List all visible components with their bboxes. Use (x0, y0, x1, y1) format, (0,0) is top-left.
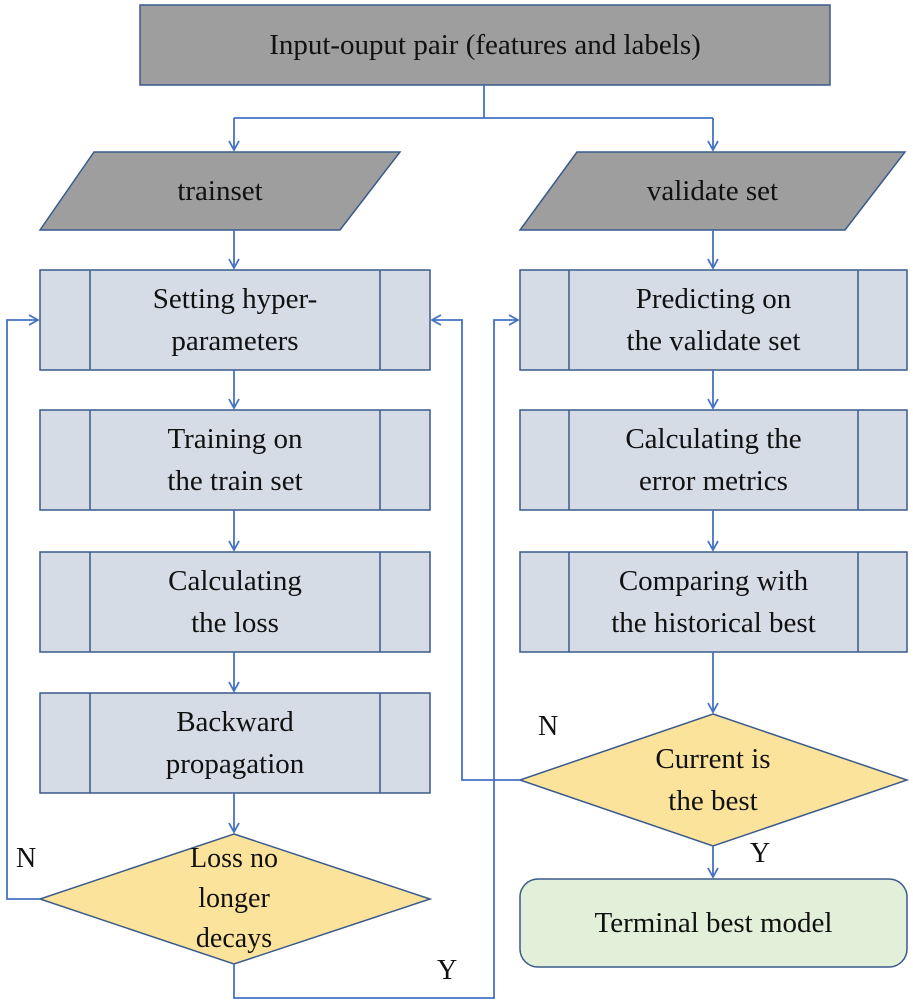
left-no-label: N (16, 843, 37, 874)
input-label: Input-ouput pair (features and labels) (269, 28, 701, 61)
right-step2-box (519, 409, 908, 511)
left-yes-label: Y (437, 955, 458, 986)
trainset-parallelogram (38, 151, 402, 231)
right-step3-box (519, 551, 908, 653)
validate-label: validate set (646, 174, 779, 207)
right-step1-box (519, 269, 908, 371)
left-step1-label: Setting hyper-parameters (152, 282, 318, 357)
left-step4-box (39, 692, 431, 794)
input-box (139, 4, 831, 86)
arrow-left-yes-to-right (233, 314, 520, 999)
terminal-box (519, 878, 908, 968)
left-step3-box (39, 551, 431, 653)
terminal-label: Terminal best model (594, 906, 833, 939)
left-step2-box (39, 409, 431, 511)
left-step1-box (39, 269, 431, 371)
right-yes-label: Y (750, 838, 771, 869)
right-no-label: N (538, 711, 559, 742)
arrow-right-no-loop (430, 314, 520, 781)
trainset-label: trainset (177, 174, 263, 207)
arrow-left-no-loop (6, 314, 40, 900)
validate-parallelogram (518, 151, 907, 231)
